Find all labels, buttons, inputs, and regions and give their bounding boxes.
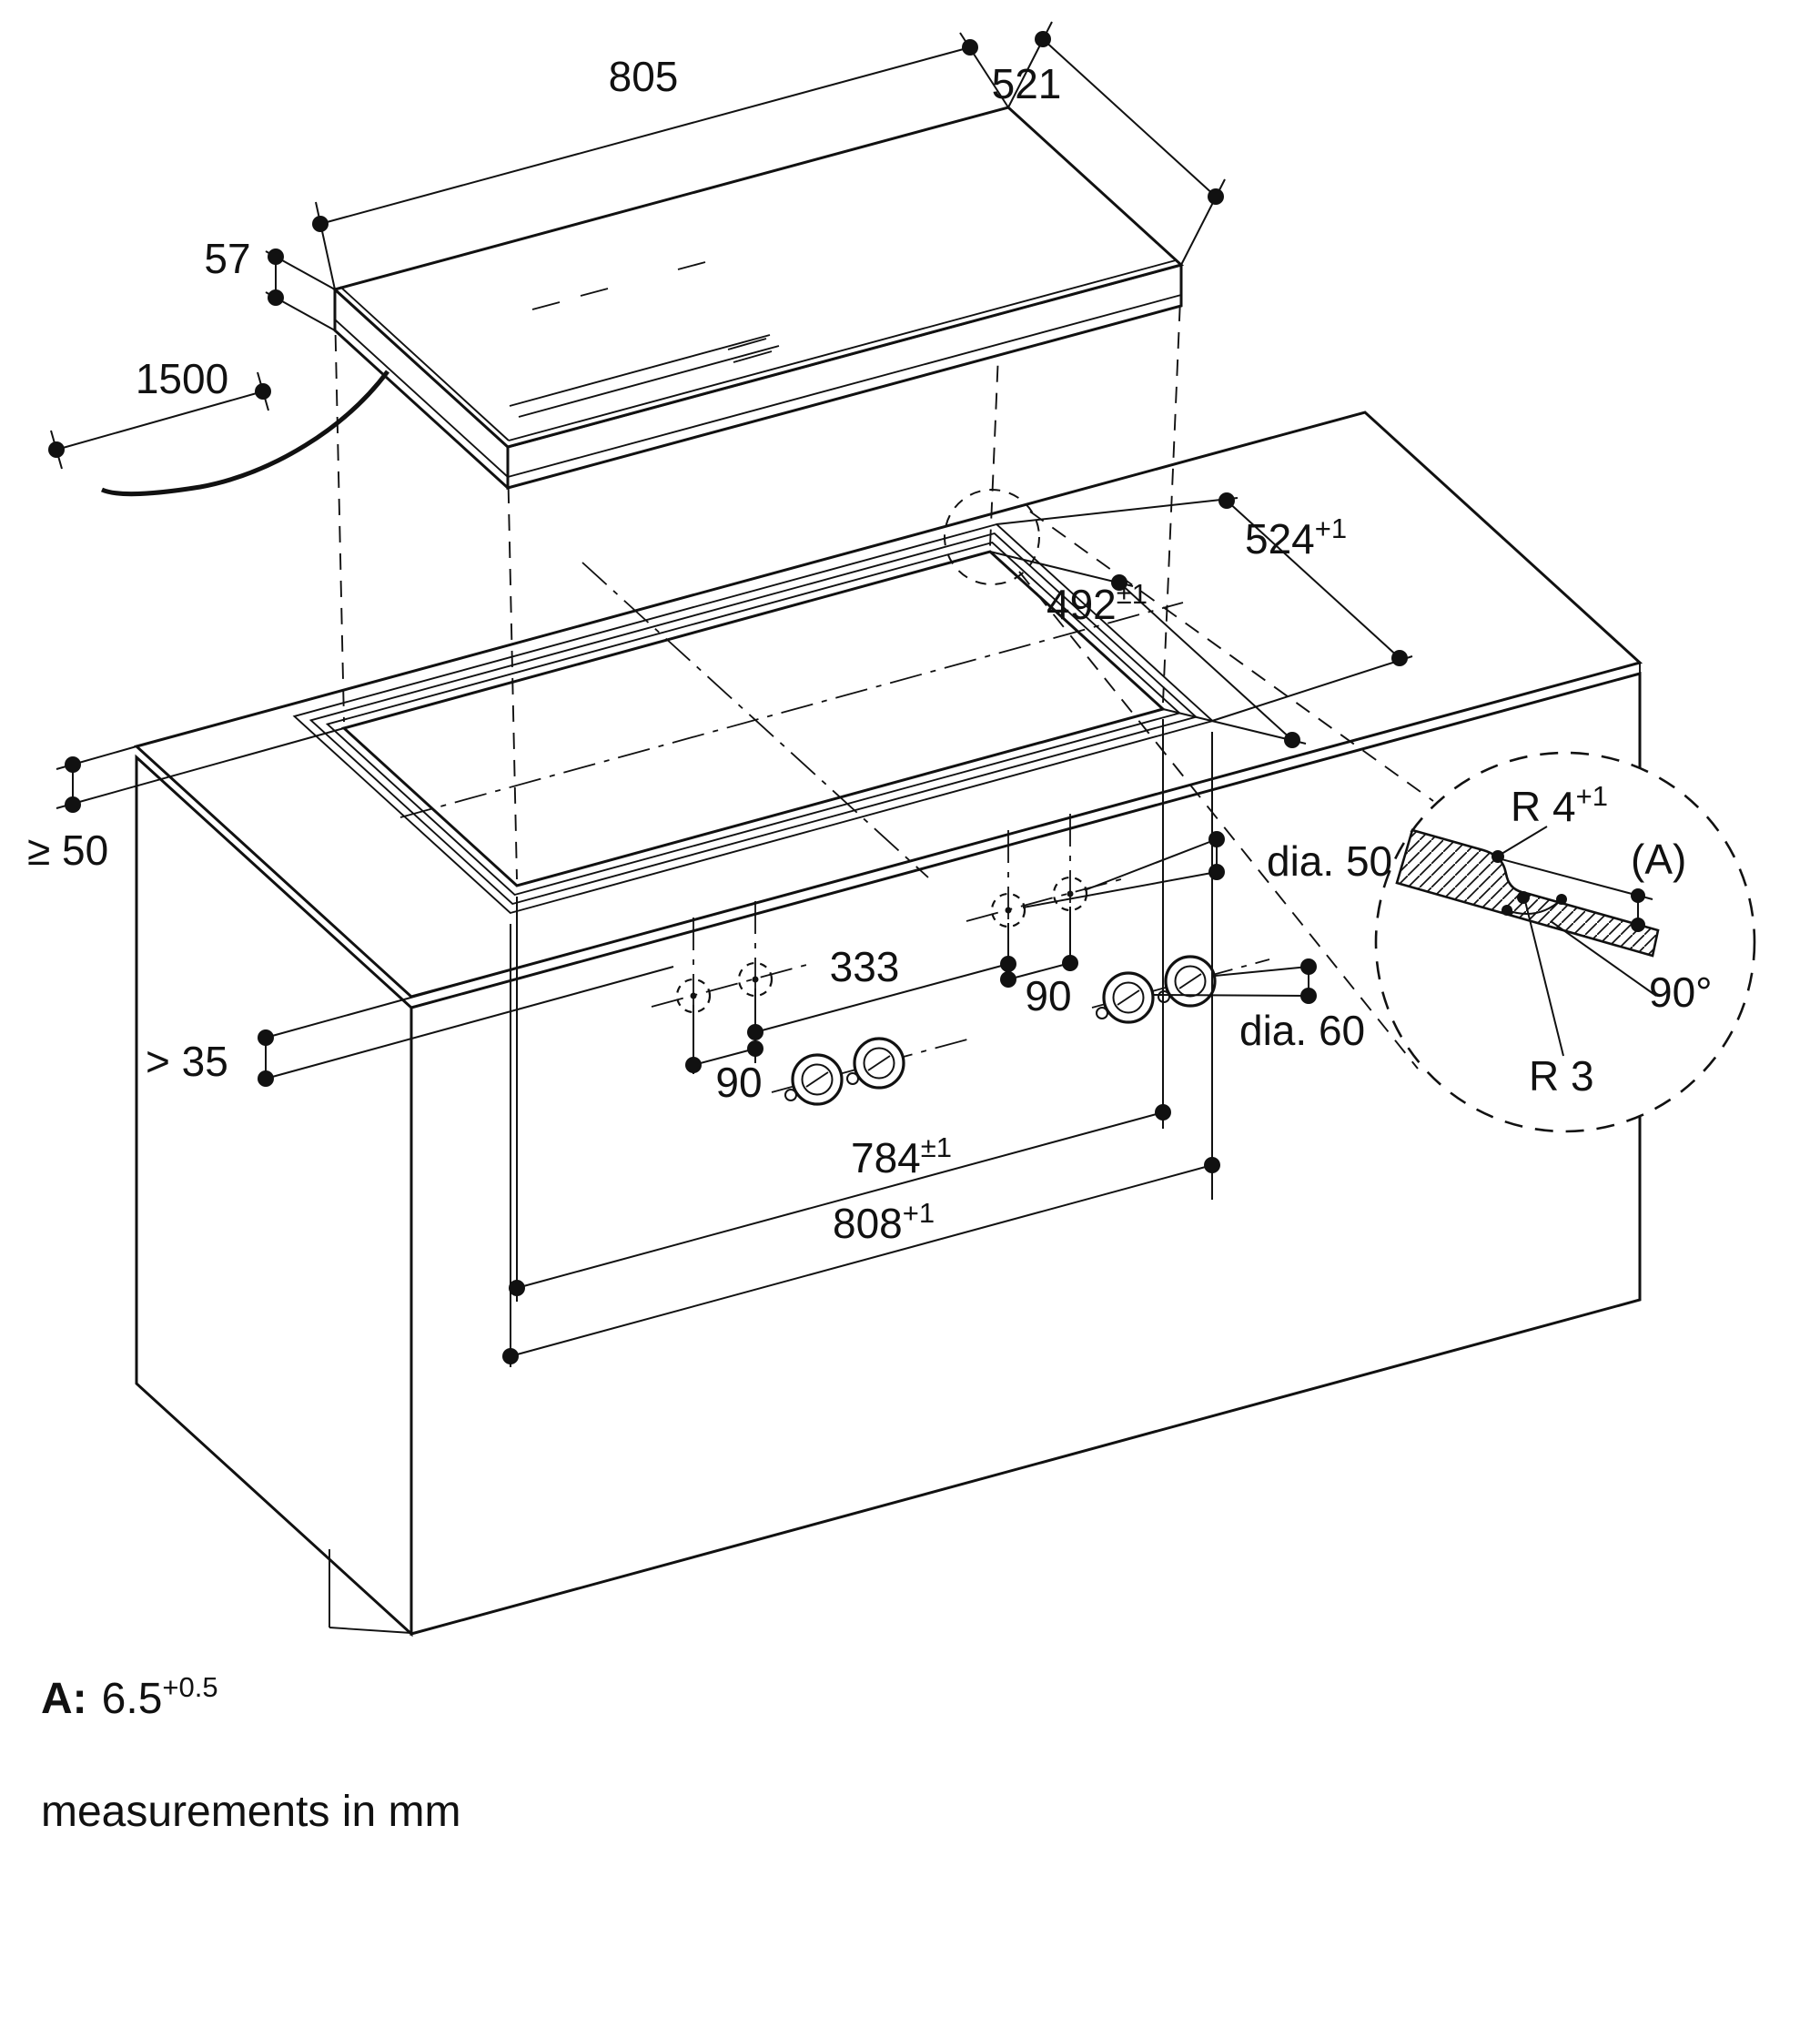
footer-a-note: A:6.5+0.5: [41, 1671, 218, 1723]
detail-view: [944, 489, 1756, 1133]
dim-1500-label: 1500: [136, 355, 228, 402]
worktop-edge-left: [136, 756, 412, 1009]
worktop-edge-front: [410, 673, 1641, 1009]
detail-angle-label: 90°: [1649, 968, 1713, 1016]
drill-hole: [675, 978, 712, 1014]
drill-hole: [737, 961, 774, 998]
detail-leader-lower: [1018, 571, 1419, 1070]
detail-source-circle: [944, 489, 1040, 585]
dim-492-label: 492±1: [1046, 578, 1148, 628]
dim-min50-label: ≥ 50: [27, 826, 108, 874]
dim-784-label: 784±1: [851, 1131, 952, 1181]
cooktop-panel: [331, 106, 1185, 492]
dim-90-left-label: 90: [715, 1059, 762, 1106]
dim-90-right-label: 90: [1025, 972, 1071, 1019]
drill-hole: [990, 892, 1026, 928]
dim-57-label: 57: [204, 235, 250, 282]
drill-hole: [1052, 876, 1088, 912]
dim-805-label: 805: [609, 53, 679, 100]
detail-leader-upper: [1029, 511, 1434, 802]
dim-521-label: 521: [992, 60, 1062, 107]
detail-a-label: (A): [1631, 836, 1686, 883]
dim-808-label: 808+1: [833, 1197, 935, 1247]
drill-holes: [675, 876, 1088, 1014]
dimension-lines: [50, 21, 1413, 1367]
detail-r4-label: R 4+1: [1511, 780, 1608, 830]
dimension-endpoints: [48, 31, 1408, 1364]
control-knob: [1158, 955, 1217, 1008]
detail-r3-label: R 3: [1529, 1052, 1594, 1100]
control-knob: [1096, 971, 1155, 1024]
control-knob: [846, 1037, 905, 1090]
footer-units-note: measurements in mm: [41, 1788, 460, 1836]
dim-dia60-label: dia. 60: [1239, 1007, 1365, 1054]
dim-min35-label: > 35: [146, 1038, 228, 1085]
dim-333-label: 333: [830, 943, 900, 990]
dim-524-label: 524+1: [1245, 512, 1347, 563]
projection-lines: [334, 119, 1182, 880]
dim-dia50-label: dia. 50: [1267, 837, 1392, 885]
control-knob: [784, 1053, 844, 1106]
plinth-line-bottom: [329, 1627, 412, 1634]
control-knobs: [784, 955, 1217, 1106]
cooking-zone-marks: [509, 261, 780, 418]
power-cable: [100, 370, 390, 497]
